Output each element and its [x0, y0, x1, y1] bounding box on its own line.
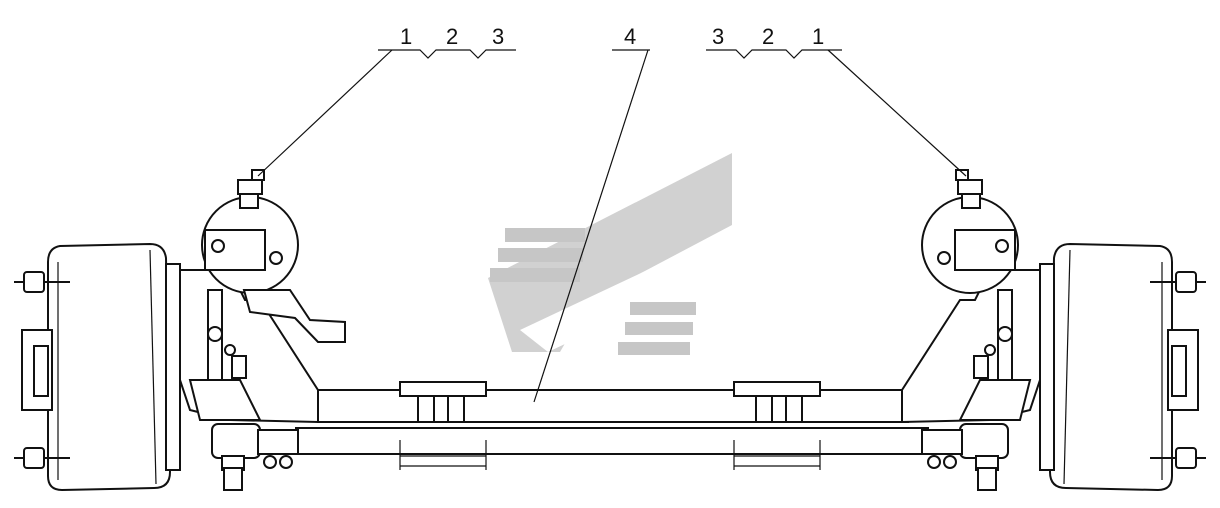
leader-right-bracket — [706, 49, 842, 59]
watermark-bar-6 — [618, 342, 690, 355]
callout-right-3: 3 — [712, 24, 724, 49]
spring-seat-left — [399, 381, 487, 397]
watermark-wing — [488, 153, 732, 352]
watermark-bar-3 — [490, 268, 580, 282]
callout-center-4: 4 — [624, 24, 636, 49]
watermark-bar-2 — [498, 248, 583, 262]
callout-right-2: 2 — [762, 24, 774, 49]
callout-left-2: 2 — [446, 24, 458, 49]
callout-labels: 1 2 3 4 3 2 1 — [400, 24, 824, 49]
right-wheel-hub — [1039, 242, 1199, 492]
left-brake-chamber — [201, 169, 299, 294]
right-tie-rod-end — [921, 423, 1009, 491]
right-brake-chamber — [921, 169, 1019, 294]
right-slack-adjuster — [973, 289, 1013, 381]
spring-seat-right — [733, 381, 821, 397]
left-wheel-studs — [14, 271, 70, 469]
callout-left-1: 1 — [400, 24, 412, 49]
leader-center-pointer — [533, 49, 649, 403]
watermark-bar-4 — [630, 302, 696, 315]
tie-rod — [295, 427, 929, 470]
watermark-wing-cut — [520, 250, 690, 352]
left-wheel-hub — [21, 242, 181, 492]
left-tie-rod-end — [211, 423, 299, 491]
watermark-logo — [488, 153, 732, 355]
right-side-assembly — [901, 169, 1206, 492]
leader-left-pointer — [257, 49, 393, 177]
leader-left-bracket — [378, 49, 516, 59]
callout-left-3: 3 — [492, 24, 504, 49]
watermark-bar-5 — [625, 322, 693, 335]
leader-right-pointer — [827, 49, 967, 177]
axle-beam — [317, 381, 909, 423]
callout-right-1: 1 — [812, 24, 824, 49]
leader-lines — [257, 49, 967, 403]
watermark-bar-1 — [505, 228, 585, 242]
left-slack-adjuster — [207, 289, 346, 381]
right-wheel-studs — [1150, 271, 1206, 469]
